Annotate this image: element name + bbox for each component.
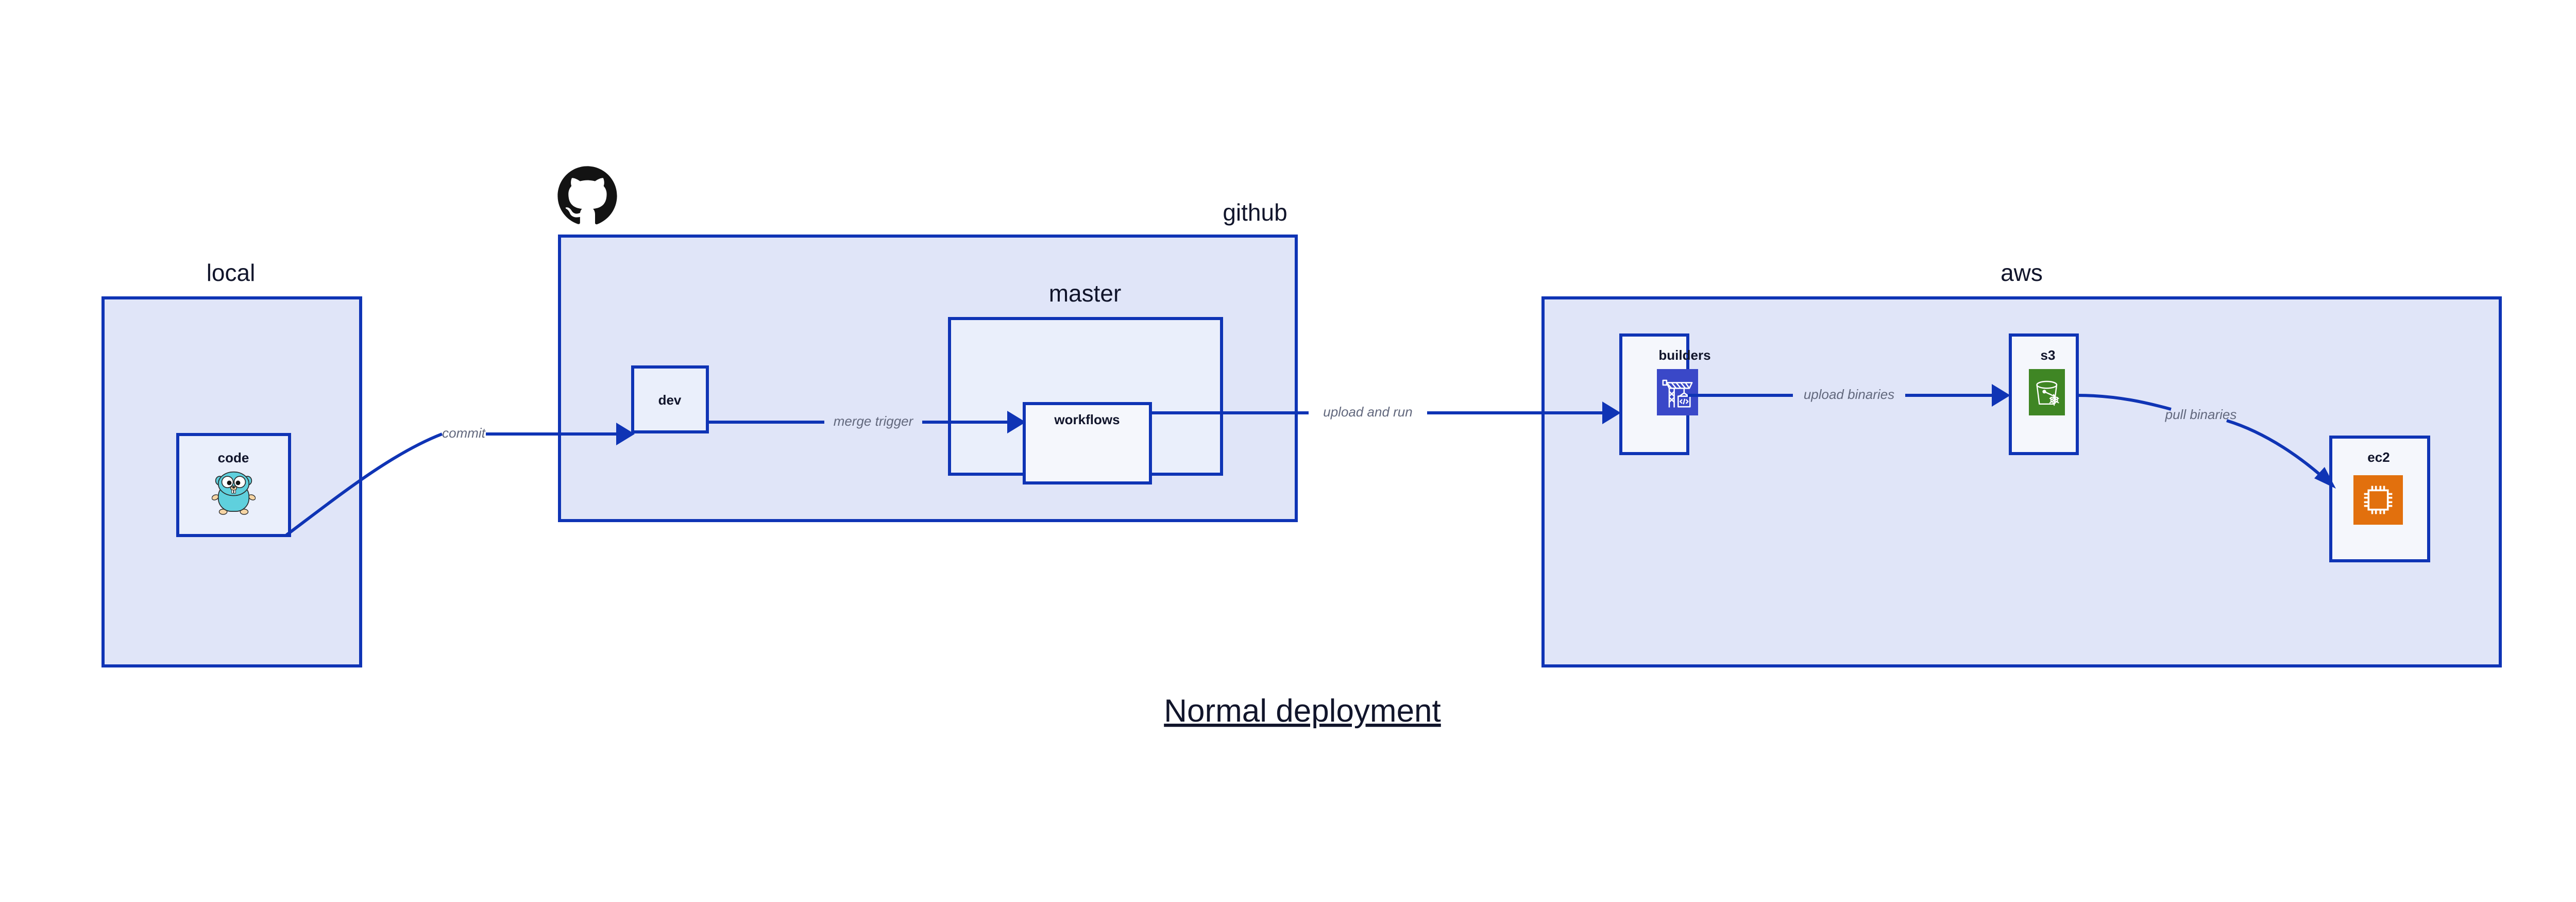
- node-label-builders: builders: [1658, 347, 1710, 363]
- group-label-local: local: [207, 259, 256, 286]
- edge-label-upload-binaries: upload binaries: [1804, 387, 1894, 402]
- edge-dev-to-workflows: merge trigger: [707, 411, 1026, 433]
- group-aws: aws builders s3 ec2: [1541, 259, 2502, 667]
- edges-layer: commit merge trigger upload and run uplo…: [285, 384, 2336, 537]
- node-workflows[interactable]: workflows: [1023, 402, 1152, 485]
- node-code[interactable]: code: [176, 433, 291, 537]
- edge-code-to-dev: commit: [285, 423, 635, 537]
- group-github: github dev master workflows: [557, 166, 1298, 522]
- builders-icon-bg: [1657, 369, 1698, 415]
- group-label-github: github: [1223, 199, 1287, 226]
- edge-path-s3-to-ec2-b: [2226, 419, 2330, 484]
- group-label-aws: aws: [2001, 259, 2043, 286]
- edge-path-code-to-dev-curve: [285, 432, 443, 537]
- node-label-s3: s3: [2041, 347, 2056, 363]
- group-label-master: master: [1049, 280, 1122, 307]
- edge-arrowhead-dev-to-workflows: [1007, 411, 1026, 433]
- edge-s3-to-ec2: pull binaries: [2077, 394, 2336, 489]
- edge-path-s3-to-ec2-a: [2077, 394, 2172, 411]
- node-label-code: code: [218, 450, 249, 465]
- node-s3[interactable]: s3: [2009, 333, 2079, 455]
- group-local: local code: [101, 259, 362, 667]
- node-ec2[interactable]: ec2: [2329, 436, 2430, 562]
- node-rect-dev[interactable]: [631, 365, 709, 433]
- node-label-ec2: ec2: [2367, 449, 2389, 465]
- edge-label-commit: commit: [442, 425, 486, 441]
- edge-arrowhead-builders-to-s3: [1992, 384, 2010, 407]
- node-label-workflows: workflows: [1054, 412, 1120, 427]
- page-title: Normal deployment: [1164, 693, 1441, 729]
- edge-arrowhead-s3-to-ec2: [2314, 467, 2336, 489]
- node-builders[interactable]: builders: [1619, 333, 1711, 455]
- group-master: master workflows: [948, 280, 1223, 485]
- edge-label-upload-and-run: upload and run: [1323, 404, 1412, 420]
- edge-arrowhead-code-to-dev: [616, 423, 635, 445]
- edge-builders-to-s3: upload binaries: [1688, 384, 2010, 407]
- edge-workflows-to-builders: upload and run: [1150, 402, 1621, 424]
- node-dev[interactable]: dev: [631, 365, 709, 433]
- edge-label-merge-trigger: merge trigger: [834, 413, 914, 429]
- node-label-dev: dev: [658, 392, 682, 408]
- edge-arrowhead-workflows-to-builders: [1602, 402, 1621, 424]
- ec2-icon-bg: [2353, 475, 2403, 525]
- node-rect-workflows[interactable]: [1023, 402, 1152, 485]
- github-octocat-icon: [557, 166, 617, 225]
- edge-label-pull-binaries: pull binaries: [2165, 407, 2237, 422]
